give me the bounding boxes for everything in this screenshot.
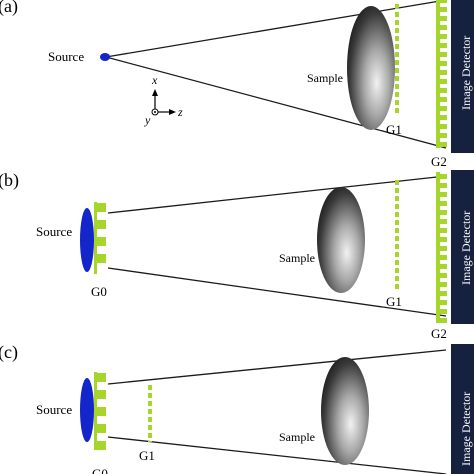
panel-b-g2-tooth	[436, 228, 447, 233]
panel-b-tag: (b)	[0, 170, 19, 191]
panel-a-g2-tooth	[436, 52, 447, 57]
panel-a-g1-label: G1	[386, 122, 402, 137]
axis-z-arrow-icon	[169, 109, 176, 115]
panel-a-g2-tooth	[436, 133, 447, 138]
panel-a-g2-tooth	[436, 7, 447, 12]
panel-b-g2-tooth	[436, 291, 447, 296]
panel-b-source-label: Source	[36, 224, 72, 239]
panel-b-sample	[317, 187, 365, 293]
panel-b-g2-tooth	[436, 237, 447, 242]
panel-a-g2-tooth	[436, 16, 447, 21]
panel-c-g0-grating	[94, 373, 106, 450]
panel-a-g2-tooth	[436, 0, 447, 3]
panel-c-detector	[451, 344, 474, 474]
panel-b-g2-tooth	[436, 246, 447, 251]
panel-b-g2-tooth	[436, 201, 447, 206]
panel-c-g0-tooth	[94, 441, 106, 450]
panel-a-g2-tooth	[436, 106, 447, 111]
panel-a-g2-tooth	[436, 25, 447, 30]
panel-a-g2-tooth	[436, 79, 447, 84]
panel-b-sample-label: Sample	[279, 251, 315, 265]
panel-a-beam-bottom	[105, 56, 447, 149]
panel-a-g2-tooth	[436, 61, 447, 66]
panel-a-sample-label: Sample	[307, 71, 343, 85]
panel-a-detector-label: Image Detector	[459, 36, 473, 110]
panel-b-beam-bottom	[107, 267, 447, 317]
panel-b-g2-tooth	[436, 273, 447, 278]
panel-c-g0-tooth	[94, 373, 106, 382]
panel-c: (c) Source G0 G1 Sample Image Detector	[0, 342, 474, 474]
panel-b-g0-grating	[94, 203, 106, 263]
axes-indicator: x z y	[144, 73, 183, 127]
panel-b-g2-tooth	[436, 264, 447, 269]
panel-a-g2-tooth	[436, 142, 447, 147]
panel-a-g2-tooth	[436, 34, 447, 39]
axis-y-label: y	[144, 113, 151, 127]
panel-a-beam-top	[105, 0, 447, 58]
panel-b-g2-tooth	[436, 210, 447, 215]
panel-c-g0-tooth	[94, 407, 106, 416]
panel-b-g2-tooth	[436, 183, 447, 188]
panel-c-source-label: Source	[36, 402, 72, 417]
panel-b-g2-tooth	[436, 255, 447, 260]
panel-a-g2-tooth	[436, 124, 447, 129]
panel-b-g2-tooth	[436, 309, 447, 314]
panel-c-g1-label: G1	[139, 448, 155, 463]
panel-c-g0-tooth	[94, 424, 106, 433]
axis-z-label: z	[177, 105, 183, 119]
panel-c-g0-label: G0	[92, 466, 108, 474]
panel-b: (b) Source G0 Sample G1 G2 Image Detecto…	[0, 170, 474, 341]
panel-c-tag: (c)	[0, 342, 18, 363]
panel-a-sample	[347, 6, 395, 130]
panel-c-sample-label: Sample	[279, 430, 315, 444]
panel-a-source-label: Source	[48, 49, 84, 64]
panel-a: (a) Source Sample G1 G2 Image Detector x	[0, 0, 474, 169]
panel-c-source	[80, 378, 94, 442]
panel-a-g2-tooth	[436, 88, 447, 93]
panel-a-g2-tooth	[436, 97, 447, 102]
panel-b-g2-tooth	[436, 192, 447, 197]
panel-c-sample	[321, 357, 369, 465]
panel-a-g2-label: G2	[431, 154, 447, 169]
panel-b-g0-tooth	[94, 254, 106, 263]
axis-x-label: x	[151, 73, 158, 87]
panel-b-g2-tooth	[436, 174, 447, 179]
panel-b-g0-tooth	[94, 203, 106, 212]
panel-b-g2-tooth	[436, 219, 447, 224]
panel-a-g2-grating	[436, 0, 447, 147]
panel-b-g0-label: G0	[91, 284, 107, 299]
panel-a-tag: (a)	[0, 0, 18, 17]
panel-a-detector	[451, 0, 474, 153]
panel-c-beam-bottom	[107, 436, 447, 474]
panel-b-g0-tooth	[94, 237, 106, 246]
panel-b-g2-tooth	[436, 318, 447, 323]
panel-b-detector	[451, 170, 474, 324]
panel-b-g2-tooth	[436, 282, 447, 287]
panel-b-g1-label: G1	[386, 294, 402, 309]
panel-a-g2-tooth	[436, 70, 447, 75]
panel-b-g2-tooth	[436, 300, 447, 305]
panel-a-source-dot	[100, 53, 110, 61]
panel-b-g2-label: G2	[431, 326, 447, 341]
panel-c-beam-top	[107, 349, 447, 385]
axis-x-arrow-icon	[152, 89, 158, 96]
panel-b-g2-grating	[436, 174, 447, 323]
panel-c-g0-tooth	[94, 390, 106, 399]
panel-b-source	[80, 208, 94, 272]
panel-b-g0-tooth	[94, 220, 106, 229]
axis-y-dot	[154, 111, 156, 113]
panel-c-detector-label: Image Detector	[459, 392, 473, 466]
panel-a-g2-tooth	[436, 115, 447, 120]
panel-b-beam-top	[107, 175, 447, 214]
panel-b-detector-label: Image Detector	[459, 211, 473, 285]
panel-a-g2-tooth	[436, 43, 447, 48]
